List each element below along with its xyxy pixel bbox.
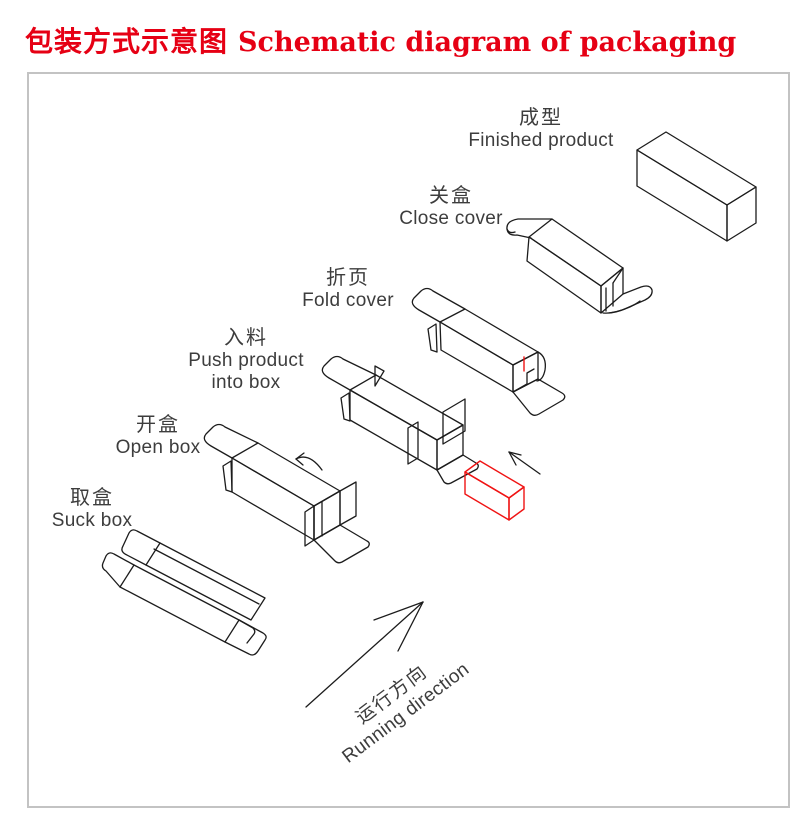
page-title-cn: 包装方式示意图 <box>25 26 229 57</box>
stage-label-fold-cover: 折页 Fold cover <box>302 266 394 312</box>
stage-label-en2: into box <box>211 372 281 393</box>
close-cover-box-drawing <box>506 218 653 314</box>
running-direction-arrow-icon <box>305 601 424 708</box>
stage-label-open-box: 开盒 Open box <box>116 413 201 459</box>
stage-label-en: Close cover <box>399 208 503 229</box>
stage-label-finished-product: 成型 Finished product <box>468 106 613 152</box>
stage-label-cn: 成型 <box>519 107 563 129</box>
stage-label-en: Suck box <box>51 510 133 531</box>
page-title-en: Schematic diagram of packaging <box>238 27 737 58</box>
product-box-drawing <box>464 460 525 521</box>
stage-label-cn: 开盒 <box>135 414 180 436</box>
open-box-drawing <box>203 423 370 564</box>
suck-box-drawing <box>101 529 267 656</box>
stage-label-en: Push product <box>188 350 304 371</box>
stage-label-suck-box: 取盒 Suck box <box>52 486 133 532</box>
stage-label-en: Fold cover <box>302 290 394 311</box>
stage-label-push-product: 入料 Push product into box <box>188 326 304 394</box>
product-feed-arrow-icon <box>508 451 541 475</box>
page-title: 包装方式示意图 Schematic diagram of packaging <box>25 20 736 60</box>
stage-label-cn: 关盒 <box>429 185 473 207</box>
stage-label-cn: 入料 <box>224 327 268 349</box>
fold-cover-box-drawing <box>411 287 566 416</box>
stage-label-close-cover: 关盒 Close cover <box>399 184 503 230</box>
push-product-box-drawing <box>321 355 479 485</box>
stage-label-cn: 取盒 <box>70 487 114 509</box>
finished-product-box-drawing <box>636 131 757 242</box>
open-box-rotate-arrow-icon <box>295 452 323 471</box>
stage-label-cn: 折页 <box>325 267 370 289</box>
stage-label-en: Open box <box>115 437 201 458</box>
stage-label-en: Finished product <box>468 130 614 151</box>
